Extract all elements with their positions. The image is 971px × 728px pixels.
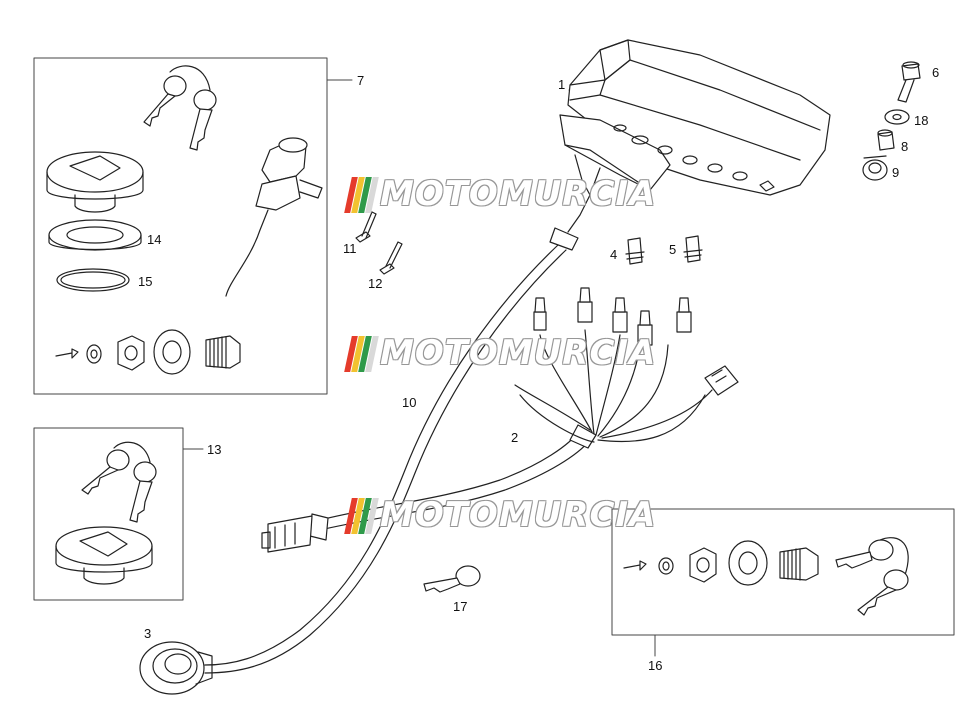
rubber-grommet-9 <box>862 155 888 181</box>
lock-barrel-group7 <box>225 137 323 297</box>
bolt-6 <box>897 61 921 103</box>
callout-7: 7 <box>357 73 365 88</box>
screw-12 <box>379 241 403 275</box>
fuel-cap-group13 <box>55 526 153 585</box>
callout-1: 1 <box>558 77 566 92</box>
callout-8: 8 <box>901 139 909 154</box>
callout-18: 18 <box>914 113 929 128</box>
callout-15: 15 <box>138 274 153 289</box>
callout-9: 9 <box>892 165 900 180</box>
bulb-sockets <box>533 287 739 396</box>
callout-13: 13 <box>207 442 222 457</box>
bulb-4 <box>625 237 645 265</box>
speedometer-cable-10 <box>204 194 591 674</box>
bulb-5 <box>683 235 703 263</box>
callout-6: 6 <box>932 65 940 80</box>
screw-11 <box>355 211 377 243</box>
instrument-cluster <box>559 39 831 196</box>
lock-hardware-group16 <box>623 540 819 586</box>
group-box-16 <box>611 508 955 636</box>
watermark-text-3: MOTOMURCIA <box>380 495 657 535</box>
callout-16: 16 <box>648 658 663 673</box>
ignition-keys-group16 <box>835 537 909 616</box>
watermark-text-2: MOTOMURCIA <box>380 333 657 373</box>
ignition-keys-group13 <box>81 441 157 523</box>
ignition-keys-group7 <box>143 65 217 151</box>
callout-4: 4 <box>610 247 618 262</box>
fuel-cap-group7 <box>46 151 144 213</box>
callout-17: 17 <box>453 599 468 614</box>
callout-10: 10 <box>402 395 417 410</box>
callout-11: 11 <box>343 241 357 256</box>
callout-2: 2 <box>511 430 519 445</box>
o-ring-15 <box>56 268 130 292</box>
spacer-8 <box>877 129 895 151</box>
ignition-key-17 <box>423 565 481 593</box>
washer-18 <box>884 109 910 125</box>
watermark-text-1: MOTOMURCIA <box>380 174 657 214</box>
group-box-7 <box>33 57 328 395</box>
cap-flange-14 <box>48 219 142 251</box>
cable-grommet-3 <box>139 641 213 695</box>
lock-hardware-group7 <box>55 329 241 375</box>
callout-5: 5 <box>669 242 677 257</box>
callout-12: 12 <box>368 276 383 291</box>
group-box-13 <box>33 427 184 601</box>
callout-3: 3 <box>144 626 152 641</box>
callout-14: 14 <box>147 232 162 247</box>
